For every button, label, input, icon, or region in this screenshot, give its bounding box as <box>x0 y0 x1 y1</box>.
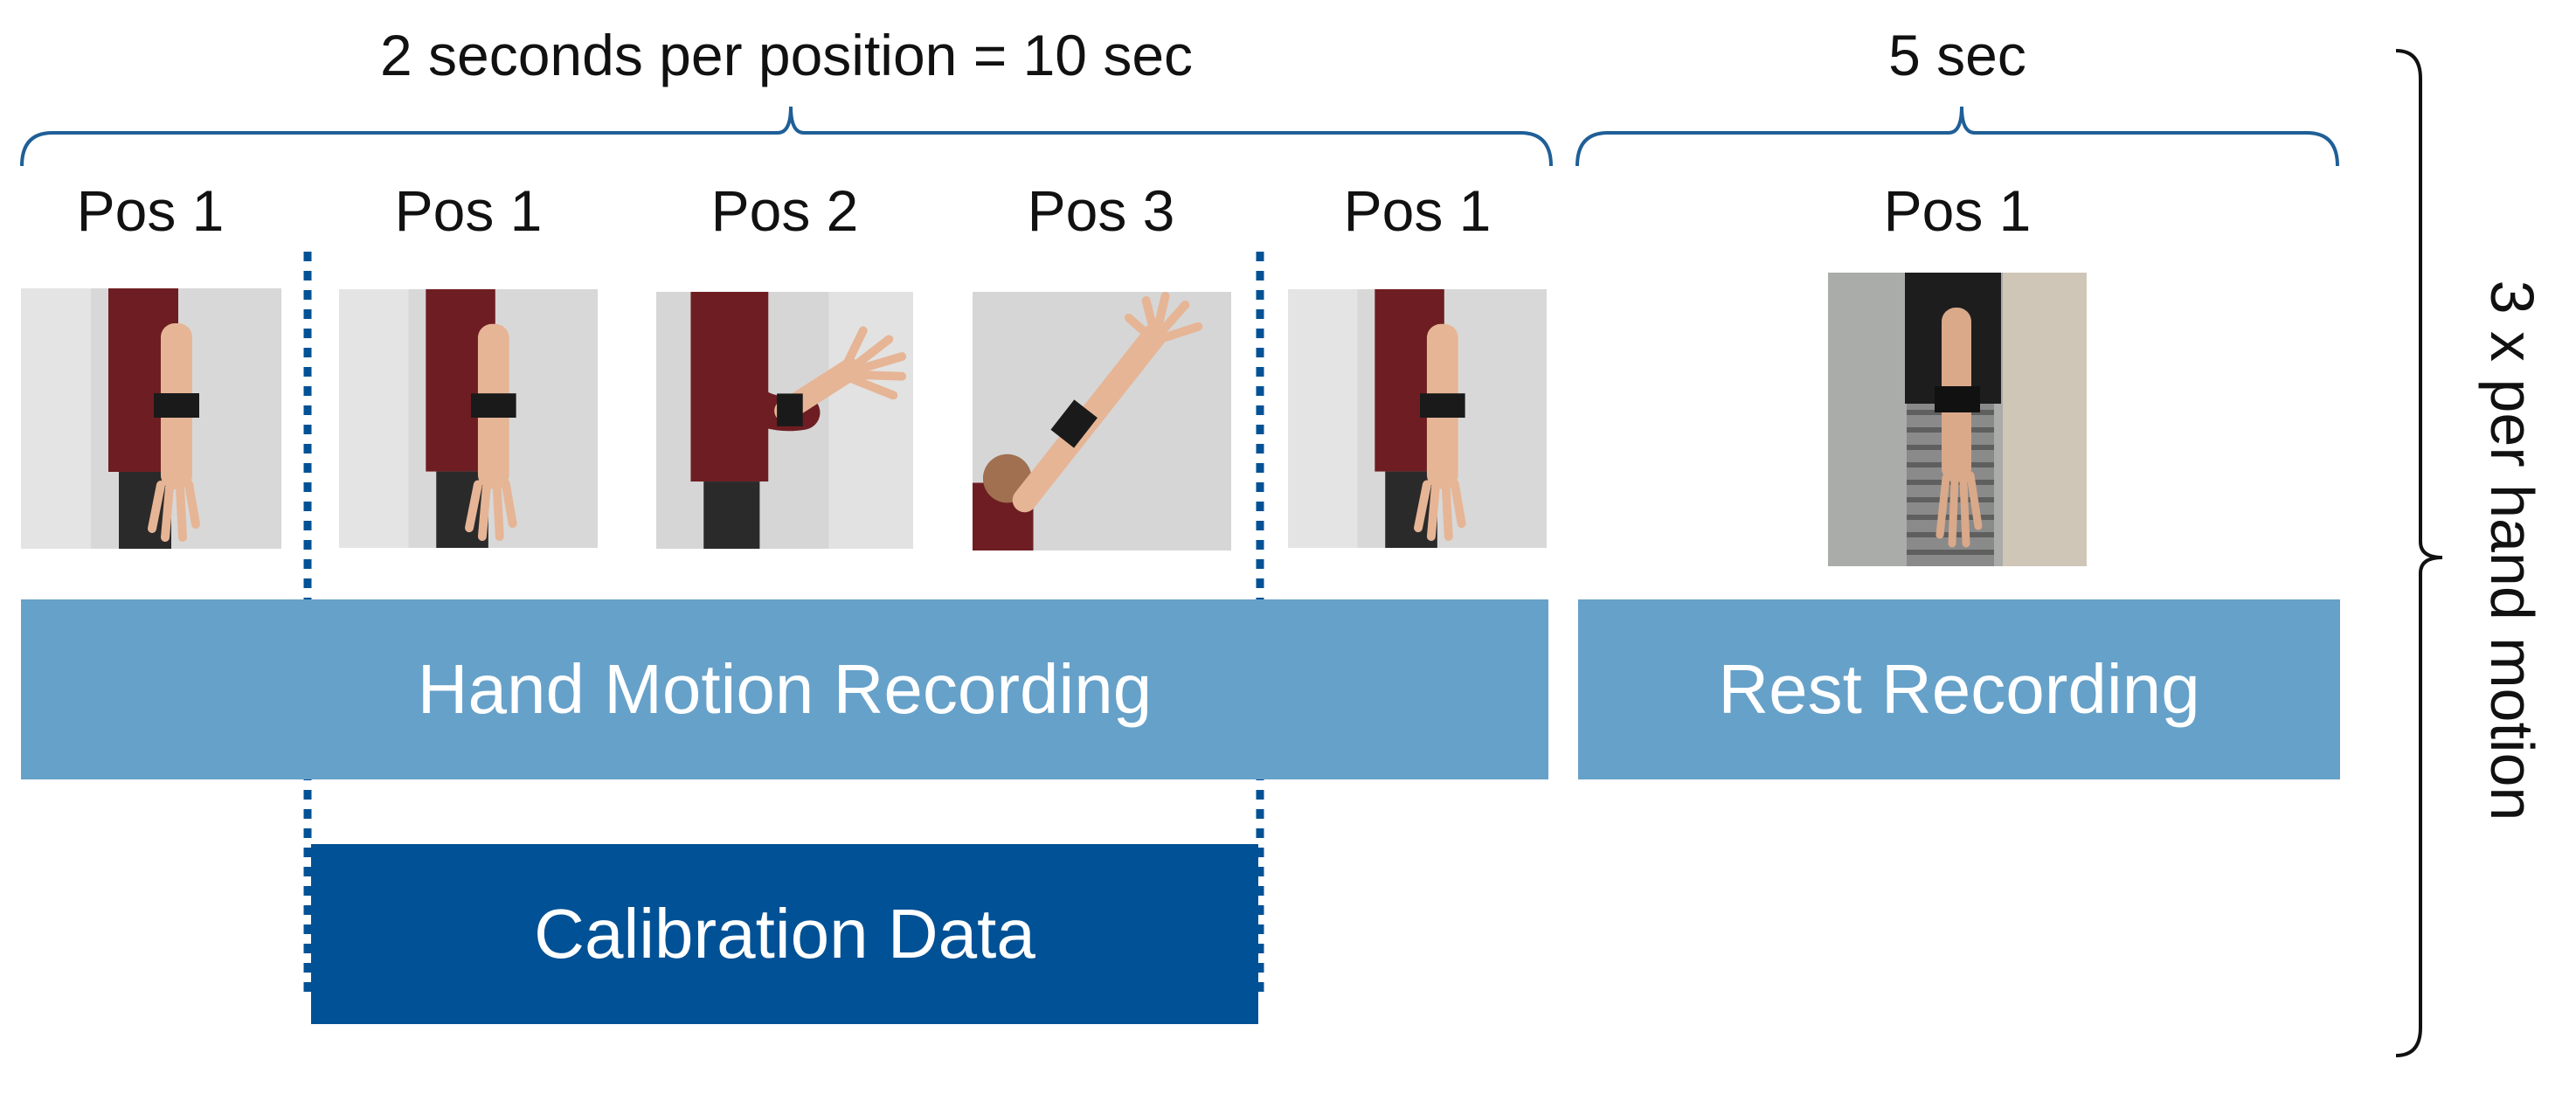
arm-down-figure <box>339 289 598 548</box>
motion-duration-label: 2 seconds per position = 10 sec <box>379 23 1194 87</box>
repeat-brace <box>2395 49 2443 1057</box>
rest-recording-label: Rest Recording <box>1718 650 2200 728</box>
pos-label-4: Pos 3 <box>1027 178 1175 243</box>
pos-label-3: Pos 2 <box>710 178 859 243</box>
photo-pos3 <box>972 292 1232 550</box>
hand-motion-recording-label: Hand Motion Recording <box>417 650 1153 728</box>
repeat-label: 3 x per hand motion <box>2478 280 2546 821</box>
photo-rest <box>1828 273 2087 566</box>
rest-duration-label: 5 sec <box>1888 23 2026 87</box>
photo-pos1-c <box>1288 288 1547 549</box>
calibration-data-label: Calibration Data <box>534 895 1035 973</box>
rest-recording-bar: Rest Recording <box>1578 599 2340 779</box>
arm-up-figure <box>973 292 1231 550</box>
pos-label-2: Pos 1 <box>394 178 543 243</box>
rest-brace <box>1575 106 2339 167</box>
arm-forward-figure <box>656 292 913 549</box>
photo-pos1-b <box>339 288 598 549</box>
motion-brace <box>20 106 1553 167</box>
photo-pos2 <box>655 292 914 549</box>
rest-pos-label: Pos 1 <box>1883 178 2032 243</box>
calibration-data-bar: Calibration Data <box>311 844 1258 1024</box>
photo-pos1-a <box>21 288 281 549</box>
arm-down-figure <box>21 288 281 549</box>
pos-label-5: Pos 1 <box>1343 178 1492 243</box>
hand-motion-recording-bar: Hand Motion Recording <box>21 599 1548 779</box>
rest-side-figure <box>1828 273 2087 566</box>
arm-down-figure <box>1288 289 1547 548</box>
pos-label-1: Pos 1 <box>76 178 225 243</box>
